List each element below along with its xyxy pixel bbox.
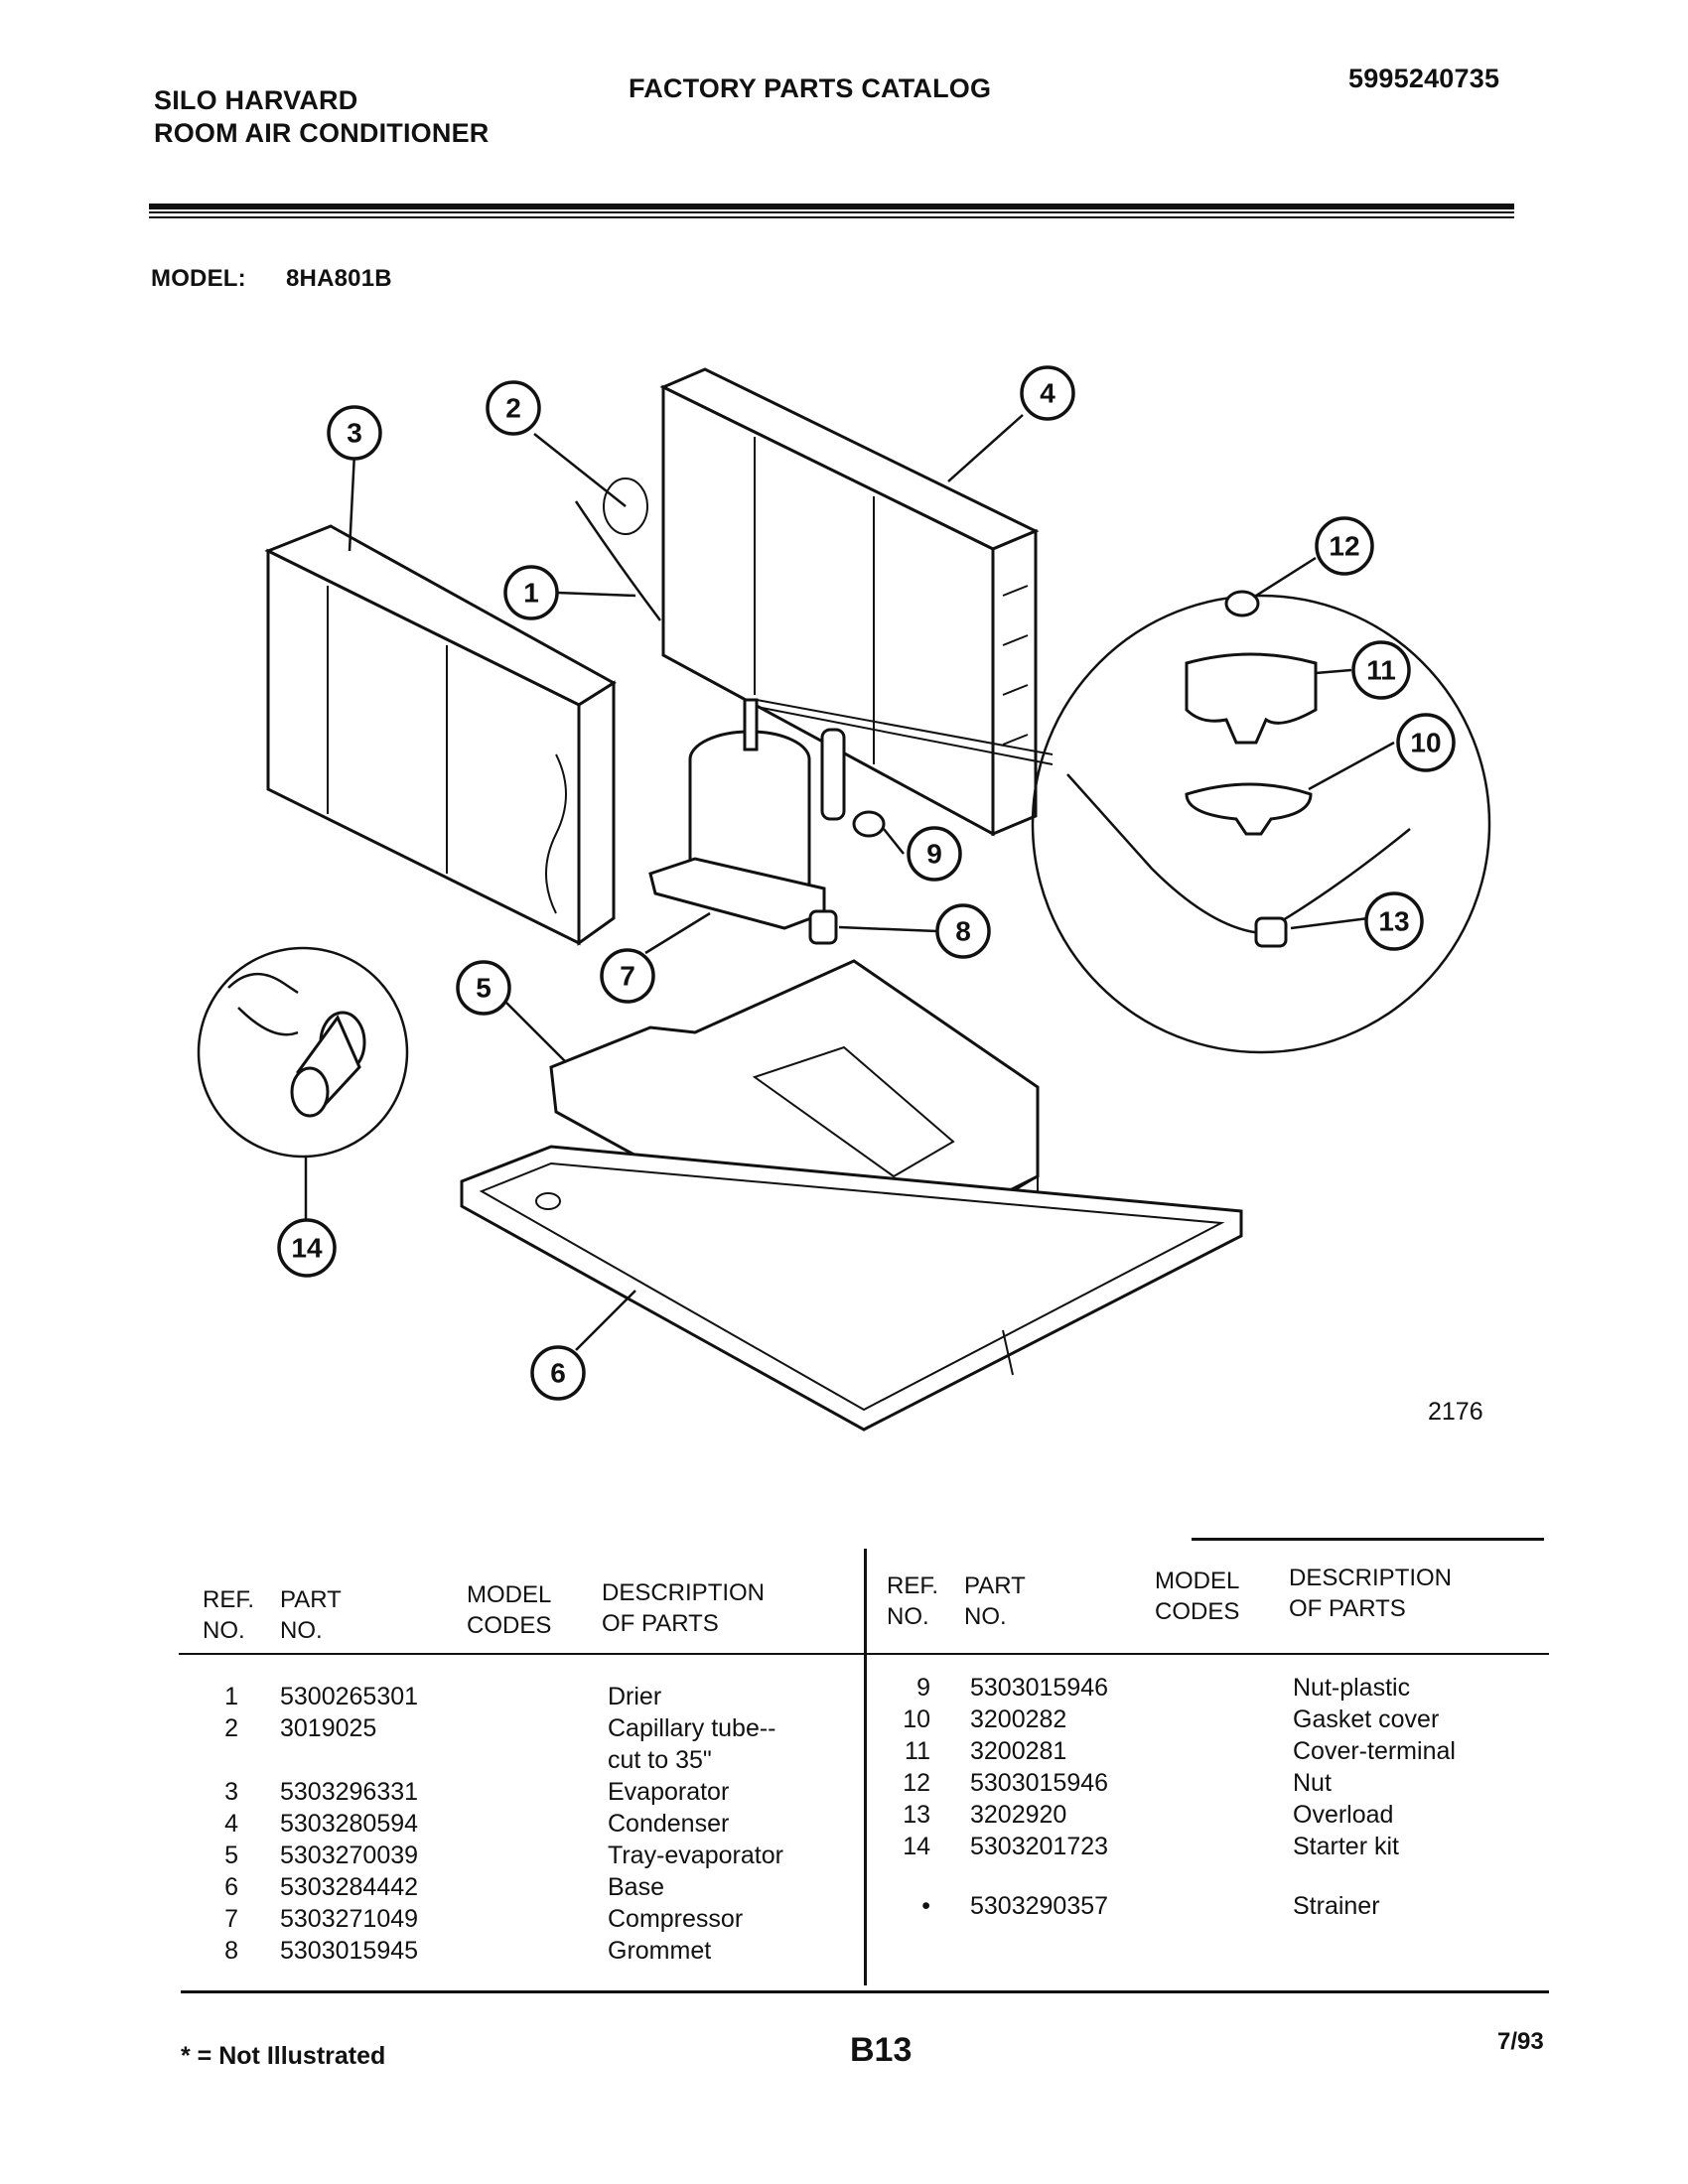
svg-text:7: 7 xyxy=(620,961,635,992)
header-divider xyxy=(149,204,1514,209)
starter-kit-detail-circle xyxy=(197,946,409,1159)
leader-13 xyxy=(1290,916,1369,930)
svg-text:2: 2 xyxy=(505,393,521,424)
leader-1 xyxy=(556,591,636,598)
capillary-tube-part xyxy=(574,478,662,621)
callout-10: 10 xyxy=(1396,713,1456,772)
condenser-part xyxy=(659,367,1040,837)
catalog-title: FACTORY PARTS CATALOG xyxy=(629,73,992,103)
leader-6 xyxy=(575,1290,636,1351)
header-divider-thin xyxy=(149,211,1514,213)
leader-8 xyxy=(838,925,938,933)
svg-text:9: 9 xyxy=(926,839,942,870)
model-label: MODEL: xyxy=(151,265,246,292)
header-ref-right: REF.NO. xyxy=(887,1572,939,1630)
callout-3: 3 xyxy=(327,405,382,461)
overload-detail-circle xyxy=(1031,590,1491,1054)
table-bottom-rule xyxy=(181,1990,1549,1993)
header-divider-thin-2 xyxy=(149,216,1514,218)
brand-line-1: SILO HARVARD xyxy=(154,85,358,115)
callout-13: 13 xyxy=(1364,891,1424,951)
callout-2: 2 xyxy=(486,380,541,436)
table-column-divider xyxy=(864,1549,867,1985)
figure-number: 2176 xyxy=(1428,1398,1483,1426)
callout-9: 9 xyxy=(907,826,962,882)
leader-3 xyxy=(348,452,356,552)
svg-text:6: 6 xyxy=(550,1358,566,1389)
svg-text:4: 4 xyxy=(1040,378,1055,409)
leader-7 xyxy=(644,911,711,955)
callout-4: 4 xyxy=(1020,365,1075,421)
svg-text:8: 8 xyxy=(955,916,971,947)
leader-2 xyxy=(533,433,627,507)
header-ref: REF.NO. xyxy=(203,1586,255,1644)
svg-text:3: 3 xyxy=(347,418,362,449)
svg-text:12: 12 xyxy=(1329,531,1359,562)
callout-1: 1 xyxy=(503,565,559,620)
callout-8: 8 xyxy=(935,903,991,959)
nut-plastic-part xyxy=(852,810,886,838)
svg-text:5: 5 xyxy=(476,973,492,1004)
callout-7: 7 xyxy=(600,948,655,1004)
svg-text:14: 14 xyxy=(291,1233,323,1264)
base-part xyxy=(460,1145,1243,1432)
leader-9 xyxy=(883,828,905,855)
not-illustrated-legend: * = Not Illustrated xyxy=(181,2042,386,2070)
page-code: B13 xyxy=(850,2031,913,2069)
catalog-number: 5995240735 xyxy=(1348,64,1500,93)
model-value: 8HA801B xyxy=(286,265,392,292)
callout-14: 14 xyxy=(277,1218,337,1278)
svg-text:11: 11 xyxy=(1366,655,1396,686)
callout-11: 11 xyxy=(1351,640,1411,700)
svg-text:1: 1 xyxy=(523,578,539,609)
callout-6: 6 xyxy=(530,1345,586,1401)
leader-11 xyxy=(1315,668,1352,675)
brand-line-2: ROOM AIR CONDITIONER xyxy=(154,118,490,148)
leader-12 xyxy=(1255,556,1317,598)
evaporator-part xyxy=(264,524,617,946)
compressor-part xyxy=(648,698,1054,930)
callout-5: 5 xyxy=(456,960,511,1016)
leader-4 xyxy=(947,414,1024,482)
svg-text:10: 10 xyxy=(1410,728,1441,758)
revision-date: 7/93 xyxy=(1497,2028,1544,2055)
table-row: cut to 35" xyxy=(608,1746,712,1774)
leader-10 xyxy=(1308,741,1395,791)
grommet-part xyxy=(808,909,838,945)
leader-5 xyxy=(500,997,567,1063)
table-top-rule xyxy=(1192,1538,1544,1541)
callout-12: 12 xyxy=(1315,516,1374,576)
svg-text:13: 13 xyxy=(1378,906,1409,937)
